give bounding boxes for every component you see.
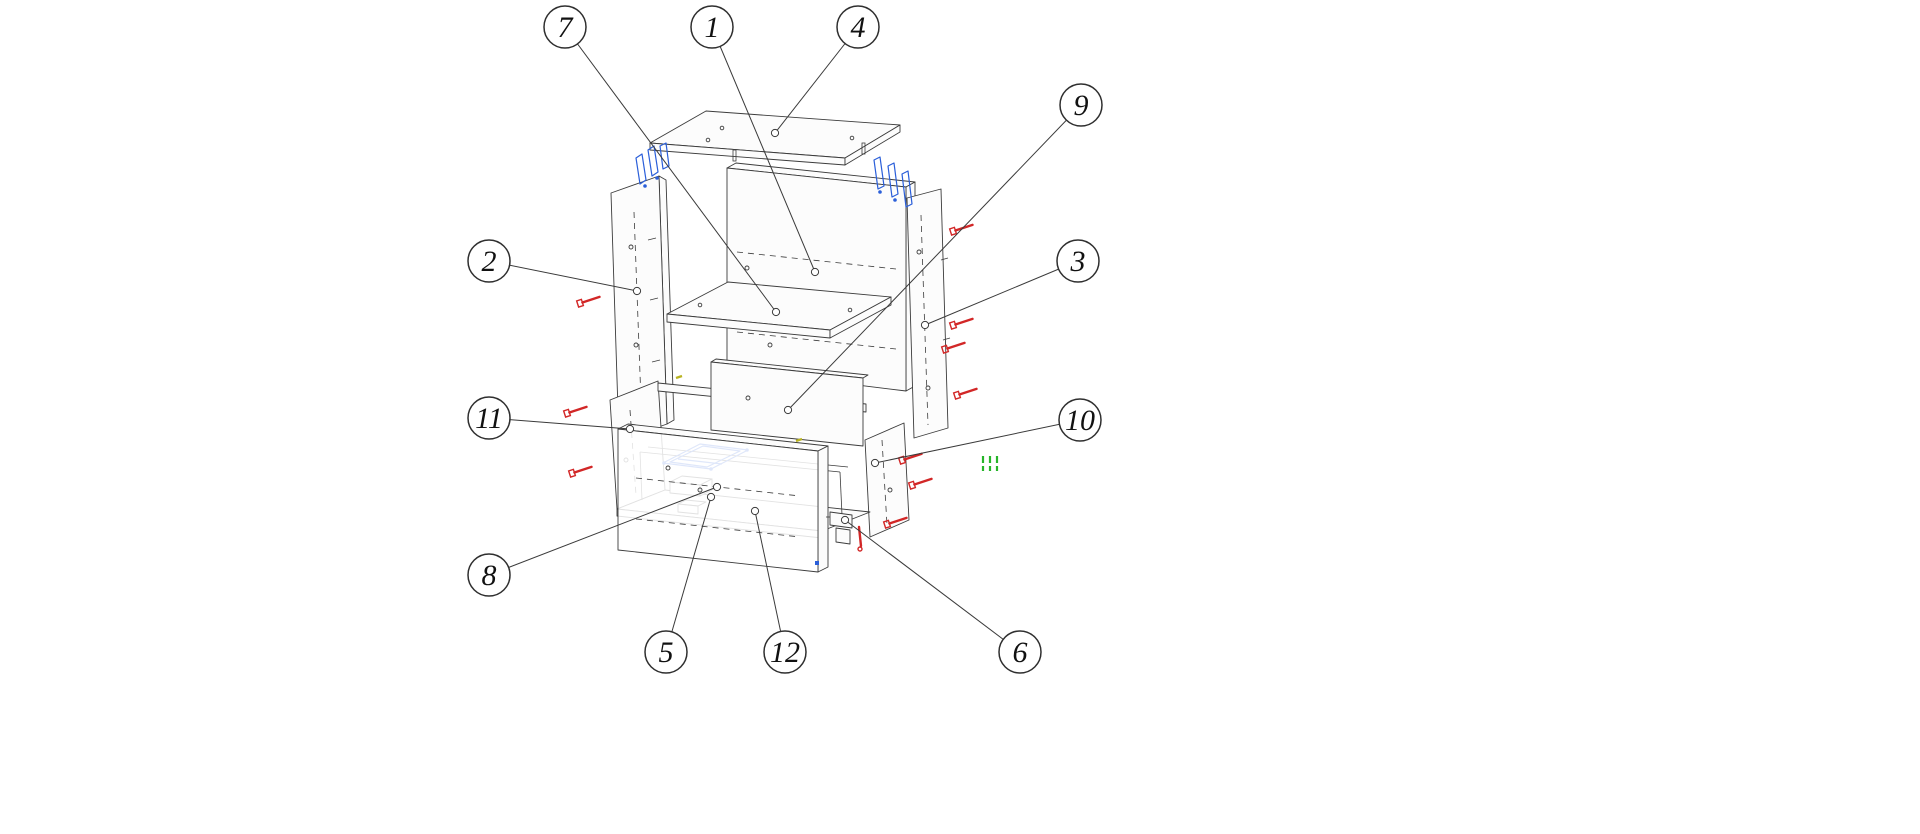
- callout-10: 10: [1058, 398, 1102, 442]
- leader-2: [488, 260, 642, 296]
- callout-7: 7: [543, 5, 587, 49]
- callout-1-label: 1: [705, 11, 720, 44]
- callout-6: 6: [998, 630, 1042, 674]
- part-left-side-panel: [610, 175, 675, 442]
- leader-12: [750, 506, 786, 653]
- part-drawer-back-panel: [710, 358, 869, 447]
- callout-6-label: 6: [1013, 636, 1028, 669]
- leader-6: [840, 515, 1021, 653]
- leader-5: [665, 492, 716, 653]
- callout-11: 11: [467, 396, 511, 440]
- callout-5: 5: [644, 630, 688, 674]
- callout-9-label: 9: [1074, 89, 1089, 122]
- callout-2-label: 2: [482, 245, 497, 278]
- callout-3-label: 3: [1070, 245, 1086, 278]
- callout-4-label: 4: [851, 11, 866, 44]
- hinge-hardware-right: [873, 156, 913, 208]
- part-drawer-front: [617, 423, 829, 573]
- leader-4: [770, 26, 859, 138]
- callout-2: 2: [467, 239, 511, 283]
- callout-12: 12: [763, 630, 807, 674]
- leader-11: [488, 417, 635, 434]
- leader-lines: [488, 26, 1082, 653]
- leader-7: [564, 26, 781, 317]
- leader-1: [711, 26, 820, 277]
- hinge-hardware-left: [635, 142, 670, 188]
- callout-3: 3: [1056, 239, 1100, 283]
- callout-10-label: 10: [1065, 404, 1095, 437]
- part-top-panel: [649, 110, 901, 166]
- callout-1: 1: [690, 5, 734, 49]
- callout-11-label: 11: [475, 402, 503, 435]
- leader-10: [870, 419, 1081, 468]
- callout-balloons: 7 1 4 9 2 3 11 10: [467, 5, 1103, 674]
- part-right-side-panel: [906, 188, 951, 439]
- callout-4: 4: [836, 5, 880, 49]
- leader-8: [488, 482, 722, 576]
- leader-9: [783, 104, 1082, 415]
- cabinet-exploded-drawing: [562, 110, 999, 573]
- part-back-panel: [726, 162, 916, 392]
- part-lower-right-panel: [864, 422, 910, 538]
- marks-yellow: [675, 374, 803, 443]
- part-middle-shelf: [666, 281, 892, 339]
- marks-green: [981, 456, 999, 471]
- callout-8-label: 8: [482, 559, 497, 592]
- callout-12-label: 12: [770, 636, 800, 669]
- fasteners-red: [562, 223, 978, 529]
- callout-8: 8: [467, 553, 511, 597]
- callout-7-label: 7: [558, 11, 575, 44]
- callout-5-label: 5: [659, 636, 674, 669]
- leader-3: [920, 260, 1079, 330]
- callout-9: 9: [1059, 83, 1103, 127]
